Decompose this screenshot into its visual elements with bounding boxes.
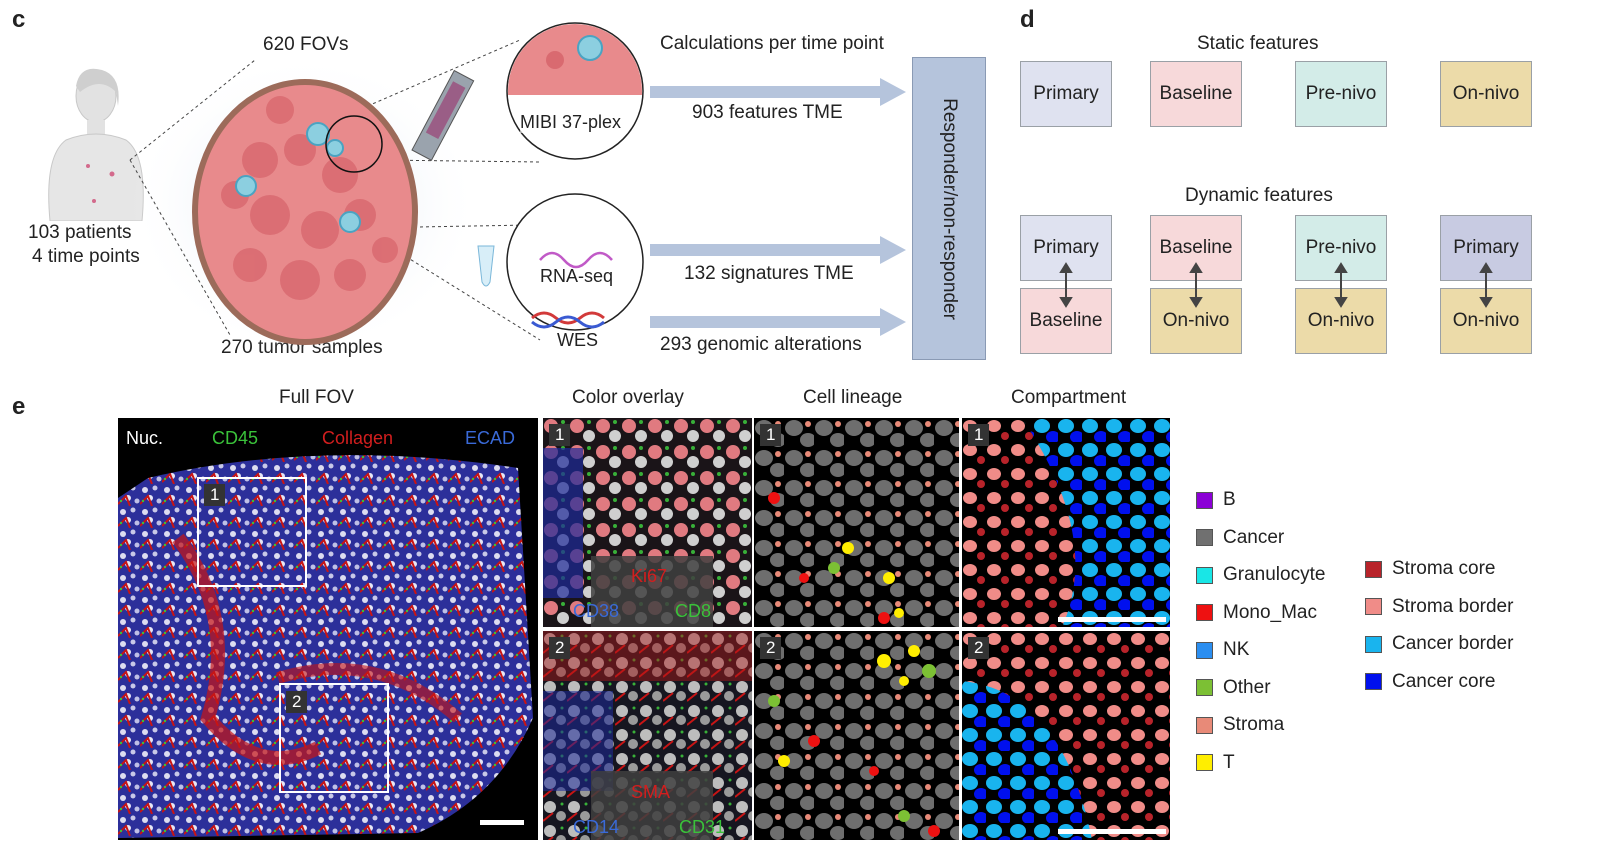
lineage-tile-2: 2 — [754, 631, 959, 840]
roi-label-1: 1 — [204, 484, 226, 506]
outcome-label: Responder/non-responder — [939, 97, 960, 320]
lineage-legend-item: Mono_Mac — [1196, 602, 1317, 624]
lineage-legend-item: T — [1196, 752, 1235, 774]
panel-letter-d: d — [1020, 6, 1035, 33]
timepoints-label: 4 time points — [32, 246, 140, 267]
lineage-legend-label: Other — [1223, 676, 1271, 698]
lineage-legend-swatch — [1196, 529, 1213, 546]
lineage-legend-swatch — [1196, 754, 1213, 771]
col-title-cell-lineage: Cell lineage — [803, 387, 903, 408]
channel-nuc: Nuc. — [126, 428, 164, 448]
static-box-baseline: Baseline — [1150, 61, 1242, 127]
overlay2-channel-sma: SMA — [631, 782, 671, 802]
lineage-legend-label: B — [1223, 489, 1236, 510]
overlay-tile-1: 1 Ki67 CD38 CD8 — [543, 418, 752, 627]
channel-ecad: ECAD — [465, 428, 516, 448]
overlay1-number: 1 — [549, 424, 571, 446]
panel-letter-e: e — [12, 393, 26, 420]
static-features-title: Static features — [1197, 33, 1319, 54]
col-title-compartment: Compartment — [1011, 387, 1127, 408]
lineage-legend-label: T — [1223, 751, 1235, 773]
compartment-legend-item: Cancer core — [1365, 671, 1496, 693]
lineage-legend-swatch — [1196, 566, 1213, 584]
outcome-box: Responder/non-responder — [912, 57, 986, 360]
compartment-legend-swatch — [1365, 635, 1382, 653]
overlay2-number: 2 — [549, 637, 571, 659]
compartment-legend-item: Stroma core — [1365, 558, 1495, 580]
channel-cd45: CD45 — [212, 428, 259, 448]
compartment-legend-label: Stroma border — [1392, 595, 1514, 617]
compartment-legend-swatch — [1365, 673, 1382, 690]
compartment2-number: 2 — [968, 637, 990, 659]
double-arrows — [1059, 262, 1493, 308]
overlay1-channel-cd38: CD38 — [573, 601, 620, 621]
lineage-legend-swatch — [1196, 716, 1213, 734]
overlay-texture-2 — [543, 631, 752, 840]
compartment-legend-item: Cancer border — [1365, 633, 1513, 655]
full-fov-image: Nuc. CD45 Collagen ECAD 1 2 — [118, 418, 538, 840]
lineage-legend-item: B — [1196, 489, 1236, 511]
compartment-legend-swatch — [1365, 598, 1382, 615]
compartment-tile-1: 1 — [962, 418, 1170, 627]
lineage1-number: 1 — [760, 424, 782, 446]
compartment1-number: 1 — [968, 424, 990, 446]
lineage-legend-item: Granulocyte — [1196, 564, 1325, 586]
overlay-tile-2: 2 SMA CD14 CD31 — [543, 631, 752, 840]
static-box-primary: Primary — [1020, 61, 1112, 127]
col-title-color-overlay: Color overlay — [572, 387, 684, 408]
lineage-legend-label: Mono_Mac — [1223, 601, 1317, 623]
panel-letter-c: c — [12, 6, 26, 33]
full-fov-texture — [118, 418, 538, 840]
lineage-legend-item: NK — [1196, 639, 1249, 661]
lineage-legend-label: Stroma — [1223, 714, 1285, 735]
compartment-legend-label: Cancer border — [1392, 633, 1514, 654]
calc-header: Calculations per time point — [660, 33, 884, 54]
mibi-label: MIBI 37-plex — [520, 112, 622, 133]
overlay-texture-1 — [543, 418, 752, 627]
arrow-label-genomic: 293 genomic alterations — [660, 334, 862, 355]
lineage-legend-swatch — [1196, 604, 1213, 621]
rnaseq-label: RNA-seq — [540, 266, 614, 286]
compartment-legend-label: Cancer core — [1392, 670, 1496, 692]
overlay1-channel-ki67: Ki67 — [631, 566, 668, 586]
compartment-tile-2: 2 — [962, 631, 1170, 840]
roi-label-2: 2 — [286, 691, 308, 713]
overlay2-channel-cd14: CD14 — [573, 817, 620, 837]
lineage-legend-swatch — [1196, 491, 1213, 509]
compartment-texture-1 — [962, 418, 1170, 627]
static-box-onnivo: On-nivo — [1440, 61, 1532, 127]
compartment-texture-2 — [962, 631, 1170, 840]
wes-label: WES — [557, 330, 599, 350]
fovs-label: 620 FOVs — [263, 34, 349, 55]
arrow-label-features: 903 features TME — [692, 102, 843, 123]
lineage-legend-label: Granulocyte — [1223, 564, 1326, 585]
compartment-legend-item: Stroma border — [1365, 596, 1513, 618]
lineage-legend-swatch — [1196, 679, 1213, 696]
lineage-legend-item: Other — [1196, 677, 1271, 699]
channel-collagen: Collagen — [322, 428, 394, 448]
patient-figure — [48, 68, 144, 221]
tumor-illustration — [129, 22, 906, 355]
patients-label: 103 patients — [28, 222, 132, 243]
lineage-legend-item: Cancer — [1196, 527, 1284, 549]
lineage-texture-1 — [754, 418, 959, 627]
lineage-legend-label: Cancer — [1223, 526, 1285, 548]
lineage-legend-swatch — [1196, 641, 1213, 659]
lineage2-number: 2 — [760, 637, 782, 659]
lineage-tile-1: 1 — [754, 418, 959, 627]
compartment-legend-swatch — [1365, 560, 1382, 578]
overlay1-channel-cd8: CD8 — [675, 601, 712, 621]
col-title-full-fov: Full FOV — [279, 387, 354, 408]
dynamic-features-title: Dynamic features — [1185, 185, 1333, 206]
lineage-legend-item: Stroma — [1196, 714, 1284, 736]
lineage-legend-label: NK — [1223, 639, 1250, 660]
arrow-label-signatures: 132 signatures TME — [684, 263, 854, 284]
overlay2-channel-cd31: CD31 — [679, 817, 726, 837]
static-box-prenivo: Pre-nivo — [1295, 61, 1387, 127]
lineage-texture-2 — [754, 631, 959, 840]
compartment-legend-label: Stroma core — [1392, 558, 1496, 579]
